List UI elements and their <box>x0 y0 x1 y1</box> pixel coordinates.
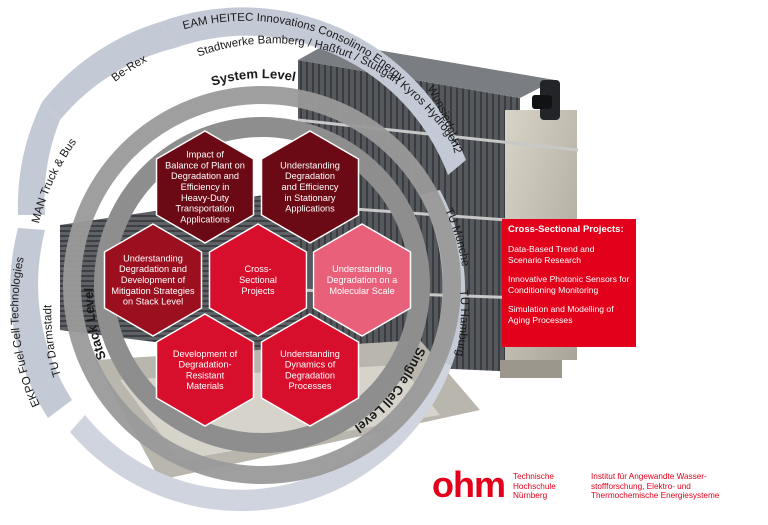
hex-text-line: Impact of <box>186 150 224 160</box>
hex-text-line: Applications <box>285 204 335 214</box>
hex-text-line: Molecular Scale <box>329 286 394 296</box>
institute-name-line: stoffforschung, Elektro- und <box>591 481 691 491</box>
hex-text-line: Degradation and <box>119 264 187 274</box>
hex-text-line: Understanding <box>280 160 340 170</box>
hex-text-line: Projects <box>241 286 275 296</box>
hex-text-line: and Efficiency <box>281 182 338 192</box>
hex-text-line: Transportation <box>176 204 235 214</box>
hex-text-line: Resistant <box>186 370 225 380</box>
institute-name-line: Thermochemische Energiesysteme <box>591 491 720 500</box>
hex-text-line: Processes <box>289 381 332 391</box>
system-level-label: System Level <box>209 66 297 89</box>
institute-name-line: Institut für Angewandte Wasser- <box>591 472 707 481</box>
single-cell-ring <box>63 86 461 484</box>
hex-text-line: Degradation on a <box>327 275 398 285</box>
hex-text-line: Applications <box>180 214 230 224</box>
hex-text-line: Degradation <box>285 171 335 181</box>
hex-text-line: Development of <box>121 275 186 285</box>
cross-sectional-title: Cross-Sectional Projects: <box>508 224 624 235</box>
hex-text-line: Cross- <box>244 264 271 274</box>
hex-stationary <box>260 130 360 244</box>
hex-text-line: Degradation <box>285 370 335 380</box>
hex-text-line: Development of <box>173 349 238 359</box>
ohm-logo-block: ohm Technische Hochschule Nürnberg Insti… <box>432 464 751 505</box>
hex-text-line: Understanding <box>332 264 392 274</box>
hex-molecular <box>312 223 412 337</box>
hex-text-line: Efficiency in <box>181 182 230 192</box>
hex-stack-level <box>103 223 203 337</box>
hex-text-line: in Stationary <box>284 193 335 203</box>
university-name-line: Nürnberg <box>513 491 548 500</box>
cross-sectional-item-1: Data-Based Trend and Scenario Research <box>508 244 595 265</box>
cross-sectional-projects-box: Cross-Sectional Projects: Data-Based Tre… <box>502 219 636 347</box>
hex-text-line: Degradation and <box>171 171 239 181</box>
ohm-logo-mark: ohm <box>432 464 506 505</box>
institute-name: Institut für Angewandte Wasser- stofffor… <box>591 472 751 501</box>
hex-text-line: Materials <box>186 381 224 391</box>
university-name-line: Technische <box>513 472 554 481</box>
hex-materials <box>155 313 255 427</box>
hex-text-line: Understanding <box>280 349 340 359</box>
hex-text-line: Mitigation Strategies <box>111 286 195 296</box>
hex-text-line: Degradation- <box>178 360 231 370</box>
hex-text-line: Understanding <box>123 253 183 263</box>
hex-cross-sectional <box>208 223 308 337</box>
cross-sectional-item-2: Innovative Photonic Sensors for Conditio… <box>508 274 630 295</box>
university-name-line: Hochschule <box>513 481 556 491</box>
hex-text-line: Sectional <box>239 275 277 285</box>
cross-sectional-item-3: Simulation and Modelling of Aging Proces… <box>508 304 614 325</box>
hex-dynamics <box>260 313 360 427</box>
hex-text-line: on Stack Level <box>123 297 183 307</box>
hex-text-line: Balance of Plant on <box>165 160 245 170</box>
hex-text-line: Heavy-Duty <box>181 193 229 203</box>
university-name: Technische Hochschule Nürnberg <box>513 472 573 501</box>
hex-heavy-duty <box>155 130 255 244</box>
hex-text-line: Dynamics of <box>285 360 336 370</box>
